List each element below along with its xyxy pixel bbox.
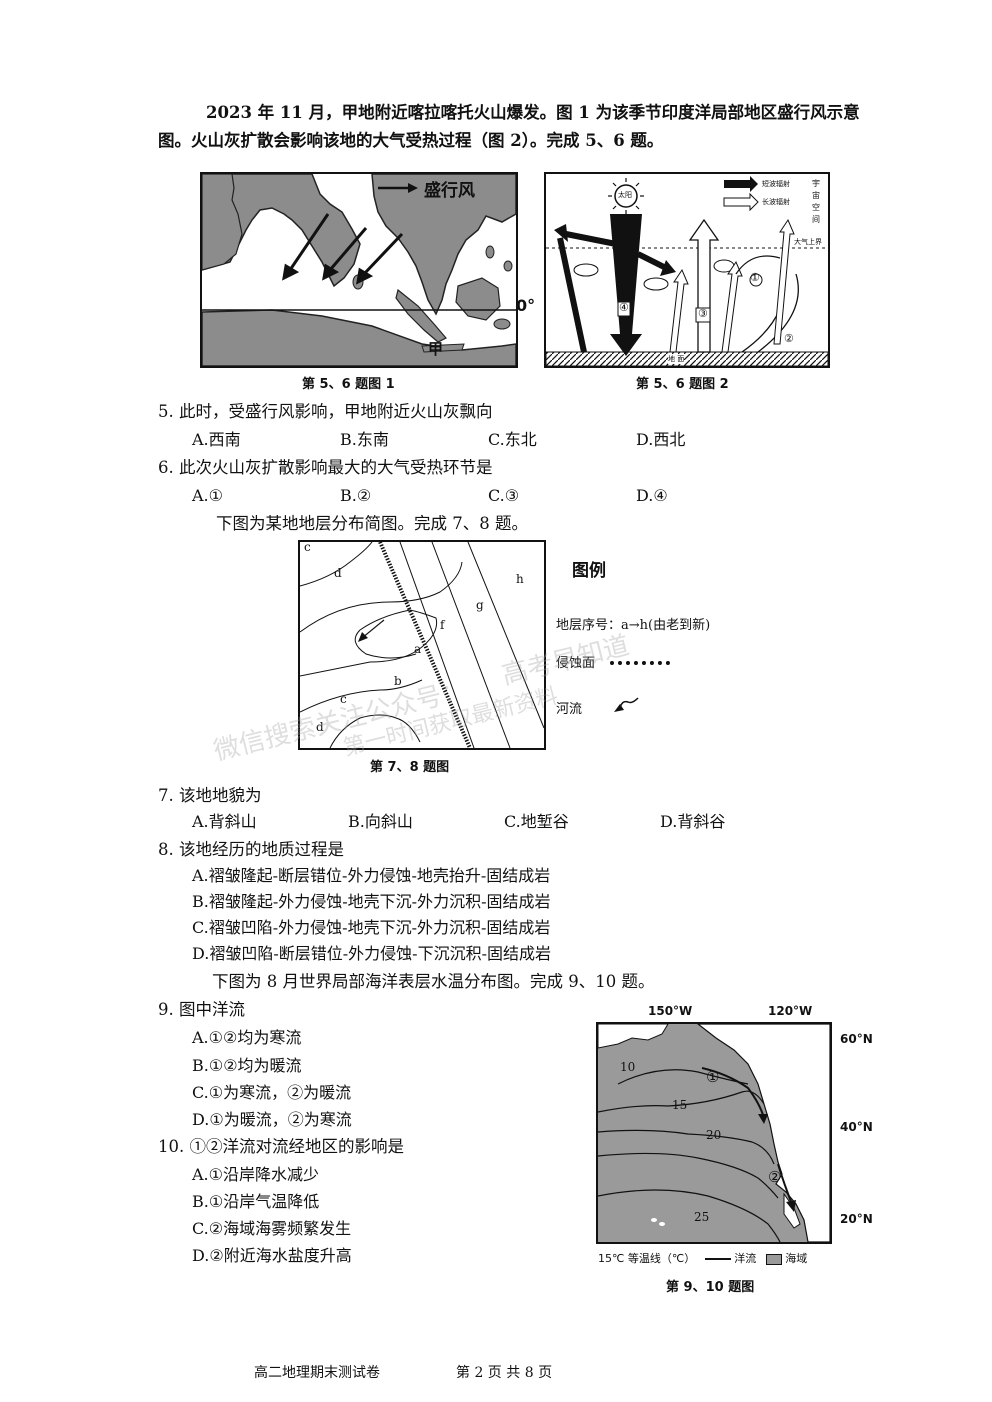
legend-erosion-label: 侵蚀面 <box>556 656 596 671</box>
isotherm-legend-label: 等温线（℃） <box>627 1252 696 1265</box>
q7-option-a[interactable]: A.背斜山 <box>192 812 257 831</box>
lat-20n-label: 20°N <box>840 1212 873 1226</box>
ground-label: 地 面 <box>668 354 685 364</box>
q5-option-d[interactable]: D.西北 <box>636 430 686 449</box>
q6-option-d[interactable]: D.④ <box>636 486 668 505</box>
q7-option-b[interactable]: B.向斜山 <box>348 812 413 831</box>
question-7-stem: 7. 该地地貌为 <box>158 786 262 805</box>
figure-4-caption: 第 9、10 题图 <box>666 1280 755 1295</box>
sea-legend-label: 海域 <box>785 1252 808 1265</box>
legend-layer-order: 地层序号：a→h(由老到新) <box>556 618 711 633</box>
q5-option-a[interactable]: A.西南 <box>192 430 241 449</box>
marker-1: ① <box>750 271 760 284</box>
intro-9-10: 下图为 8 月世界局部海洋表层水温分布图。完成 9、10 题。 <box>212 972 655 991</box>
prevailing-wind-legend-label: 盛行风 <box>424 181 475 201</box>
lat-60n-label: 60°N <box>840 1032 873 1046</box>
figure-1-caption: 第 5、6 题图 1 <box>302 377 395 392</box>
q7-option-d[interactable]: D.背斜谷 <box>660 812 726 831</box>
q10-option-c[interactable]: C.②海域海雾频繁发生 <box>192 1219 352 1238</box>
lon-150w-label: 150°W <box>648 1004 693 1018</box>
legend-erosion-symbol <box>610 661 670 665</box>
stratum-a: a <box>414 642 422 656</box>
legend-river-symbol <box>614 697 639 712</box>
question-8-stem: 8. 该地经历的地质过程是 <box>158 840 344 859</box>
place-jia-label: 甲 <box>428 340 444 358</box>
figure-2-diagram: 太阳 短波辐射 长波辐射 宇宙空间 大气上界 地 面 ① ② ③ ④ <box>544 172 830 368</box>
marker-4: ④ <box>619 301 629 314</box>
current-legend-label: 洋流 <box>734 1252 757 1265</box>
question-5-stem: 5. 此时，受盛行风影响，甲地附近火山灰飘向 <box>158 402 493 421</box>
marker-3: ③ <box>698 307 708 320</box>
q9-option-c[interactable]: C.①为寒流，②为暖流 <box>192 1083 352 1102</box>
q7-option-c[interactable]: C.地堑谷 <box>504 812 569 831</box>
isotherm-25-label: 25 <box>694 1210 710 1224</box>
stratum-b: b <box>394 674 402 688</box>
equator-label: 0° <box>516 296 536 315</box>
isotherm-10-label: 10 <box>620 1060 636 1074</box>
intro-7-8: 下图为某地地层分布简图。完成 7、8 题。 <box>216 514 528 533</box>
q9-option-d[interactable]: D.①为暖流，②为寒流 <box>192 1110 352 1129</box>
sun-label: 太阳 <box>618 191 632 199</box>
q8-option-c[interactable]: C.褶皱凹陷-外力侵蚀-地壳下沉-外力沉积-固结成岩 <box>192 918 551 937</box>
footer-title: 高二地理期末测试卷 <box>254 1365 380 1381</box>
sea-legend-symbol <box>765 1253 782 1265</box>
stratum-c-top: c <box>304 540 311 554</box>
q9-option-b[interactable]: B.①②均为暖流 <box>192 1056 302 1075</box>
figure-4-legend: 15℃ 等温线（℃） 洋流 海域 <box>598 1250 807 1266</box>
q5-option-b[interactable]: B.东南 <box>340 430 389 449</box>
q8-option-b[interactable]: B.褶皱隆起-外力侵蚀-地壳下沉-外力沉积-固结成岩 <box>192 892 551 911</box>
figure-4-sst-map: 10 15 20 25 ① ② <box>596 1022 832 1244</box>
question-9-stem: 9. 图中洋流 <box>158 1000 245 1019</box>
stratum-c-bottom: c <box>340 692 347 706</box>
q6-option-c[interactable]: C.③ <box>488 486 520 505</box>
space-label: 宇宙空间 <box>812 179 820 224</box>
stratum-g: g <box>476 598 484 612</box>
current-legend-symbol <box>704 1258 731 1260</box>
legend-river-label: 河流 <box>556 702 583 717</box>
figure-2-caption: 第 5、6 题图 2 <box>636 377 729 392</box>
atmosphere-top-label: 大气上界 <box>794 238 822 246</box>
intro-line-1: 2023 年 11 月，甲地附近喀拉喀托火山爆发。图 1 为该季节印度洋局部地区… <box>206 103 860 122</box>
stratum-d-bottom: d <box>316 720 324 734</box>
footer-page: 第 2 页 共 8 页 <box>456 1365 553 1381</box>
stratum-d-top: d <box>334 566 342 580</box>
q8-option-a[interactable]: A.褶皱隆起-断层错位-外力侵蚀-地壳抬升-固结成岩 <box>192 866 551 885</box>
q6-option-a[interactable]: A.① <box>192 486 223 505</box>
question-6-stem: 6. 此次火山灰扩散影响最大的大气受热环节是 <box>158 458 493 477</box>
isotherm-15-label: 15 <box>672 1098 688 1112</box>
q5-option-c[interactable]: C.东北 <box>488 430 537 449</box>
intro-line-2: 图。火山灰扩散会影响该地的大气受热过程（图 2）。完成 5、6 题。 <box>158 131 664 150</box>
marker-2: ② <box>784 332 794 345</box>
q9-option-a[interactable]: A.①②均为寒流 <box>192 1028 302 1047</box>
q10-option-b[interactable]: B.①沿岸气温降低 <box>192 1192 320 1211</box>
q10-option-a[interactable]: A.①沿岸降水减少 <box>192 1165 319 1184</box>
figure-3-strata: c d h g f a b c d <box>298 540 546 750</box>
isotherm-20-label: 20 <box>706 1128 722 1142</box>
stratum-f: f <box>440 618 445 632</box>
q8-option-d[interactable]: D.褶皱凹陷-断层错位-外力侵蚀-下沉沉积-固结成岩 <box>192 944 551 963</box>
lat-40n-label: 40°N <box>840 1120 873 1134</box>
current-marker-2: ② <box>768 1168 782 1186</box>
lon-120w-label: 120°W <box>768 1004 813 1018</box>
longwave-legend-label: 长波辐射 <box>762 198 790 206</box>
figure-1-map: 盛行风 0° 甲 <box>200 172 535 368</box>
q10-option-d[interactable]: D.②附近海水盐度升高 <box>192 1246 352 1265</box>
stratum-h: h <box>516 572 524 586</box>
question-10-stem: 10. ①②洋流对流经地区的影响是 <box>158 1137 404 1156</box>
isotherm-sample: 15℃ <box>598 1252 625 1265</box>
shortwave-legend-label: 短波辐射 <box>762 180 790 188</box>
current-marker-1: ① <box>706 1068 720 1086</box>
figure-3-caption: 第 7、8 题图 <box>370 760 450 775</box>
q6-option-b[interactable]: B.② <box>340 486 372 505</box>
legend-title: 图例 <box>572 561 606 581</box>
